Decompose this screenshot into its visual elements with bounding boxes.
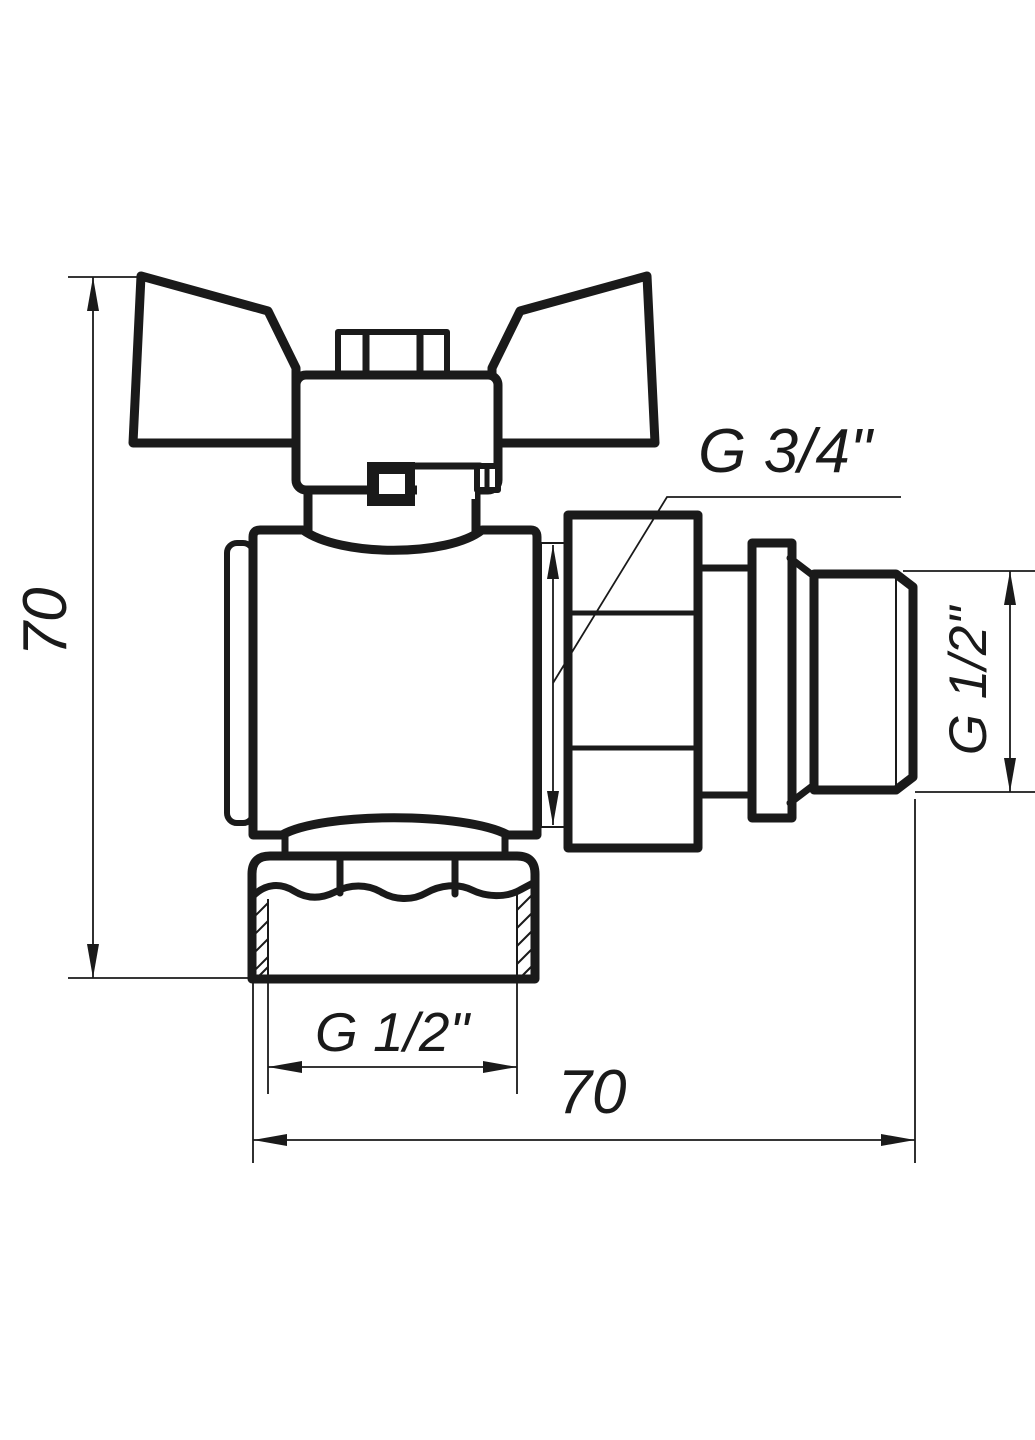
dim-overall-height: 70 bbox=[11, 276, 251, 979]
arrowhead-right-icon bbox=[483, 1061, 517, 1073]
arrowhead-up-icon bbox=[1004, 571, 1016, 605]
arrowhead-down-icon bbox=[1004, 758, 1016, 792]
arrowhead-right-icon bbox=[881, 1134, 915, 1146]
dim-width-label: 70 bbox=[558, 1058, 627, 1127]
handle-stem-nut-center bbox=[379, 474, 405, 494]
hub-bottom-notch bbox=[417, 483, 475, 499]
inlet-nut-wavy-line bbox=[249, 878, 539, 902]
dim-overall-width: 70 bbox=[252, 799, 916, 1163]
arrowhead-left-icon bbox=[268, 1061, 302, 1073]
valve-body bbox=[248, 525, 542, 840]
handle-left-wing bbox=[128, 271, 301, 448]
dim-height-label: 70 bbox=[11, 588, 80, 657]
arrowhead-down-icon bbox=[87, 944, 99, 978]
male-thread-end bbox=[809, 569, 918, 795]
inlet-thread-hatch-left bbox=[252, 902, 269, 978]
dim-inlet-thread: G 1/2" bbox=[267, 981, 518, 1094]
union-tailpiece bbox=[540, 542, 568, 828]
dim-union-label: G 3/4" bbox=[698, 417, 875, 486]
union-leader-line bbox=[552, 496, 901, 684]
union-nut bbox=[563, 510, 703, 853]
arrowhead-down-icon bbox=[547, 791, 559, 825]
dim-outlet-thread: G 1/2" bbox=[903, 570, 1035, 793]
inlet-thread-hatch-right bbox=[516, 891, 536, 978]
handle-right-wing bbox=[487, 271, 660, 448]
arrowhead-up-icon bbox=[547, 545, 559, 579]
dim-union-thread: G 3/4" bbox=[547, 417, 901, 825]
dim-inlet-label: G 1/2" bbox=[315, 1001, 472, 1063]
inlet-nut bbox=[247, 851, 540, 984]
dim-outlet-label: G 1/2" bbox=[939, 605, 998, 756]
outlet-collar bbox=[747, 538, 797, 823]
arrowhead-up-icon bbox=[87, 277, 99, 311]
arrowhead-left-icon bbox=[253, 1134, 287, 1146]
